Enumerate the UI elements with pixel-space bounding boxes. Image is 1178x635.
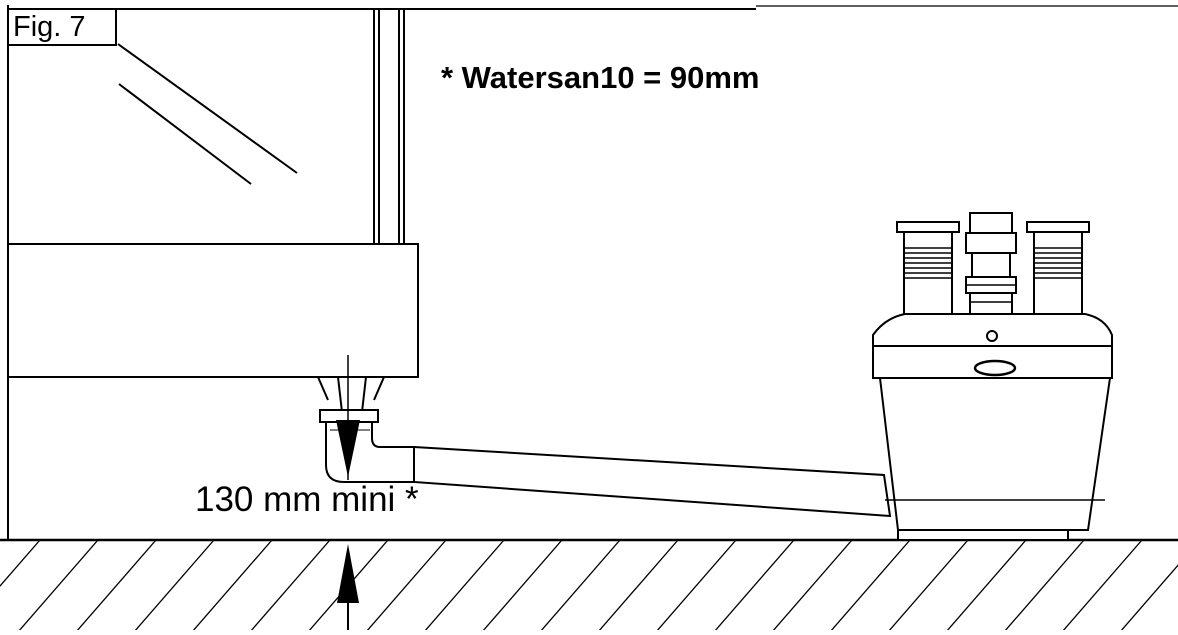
hatch-line (946, 540, 1027, 630)
floor-hatching (0, 538, 1178, 630)
dimension-arrow-up (337, 544, 359, 603)
hatch-line (656, 540, 737, 630)
pump-unit (872, 212, 1113, 541)
hatch-line (1062, 540, 1143, 630)
hatch-line (830, 540, 911, 630)
hatch-line (192, 540, 273, 630)
hatch-line (1120, 564, 1178, 630)
hatch-line (598, 540, 679, 630)
hatch-line (540, 540, 621, 630)
hatch-line (424, 540, 505, 630)
figure-label: Fig. 7 (13, 11, 86, 43)
hatch-line (76, 540, 157, 630)
dimension-arrow-down (336, 420, 360, 477)
shower-tray (7, 243, 419, 378)
hatch-line (250, 540, 331, 630)
hatch-line (366, 540, 447, 630)
dimension-label: 130 mm mini * (195, 480, 419, 519)
hatch-line (714, 540, 795, 630)
model-note: * Watersan10 = 90mm (441, 60, 760, 95)
hatch-line (482, 540, 563, 630)
fig-label-box (7, 8, 117, 46)
hatch-line (888, 540, 969, 630)
discharge-pipe (413, 445, 892, 518)
shower-glass-panel (117, 9, 405, 244)
dimension-arrows (336, 420, 360, 630)
hatch-line (18, 540, 99, 630)
hatch-line (134, 540, 215, 630)
hatch-line (0, 540, 41, 587)
hatch-line (772, 540, 853, 630)
hatch-line (1004, 540, 1085, 630)
